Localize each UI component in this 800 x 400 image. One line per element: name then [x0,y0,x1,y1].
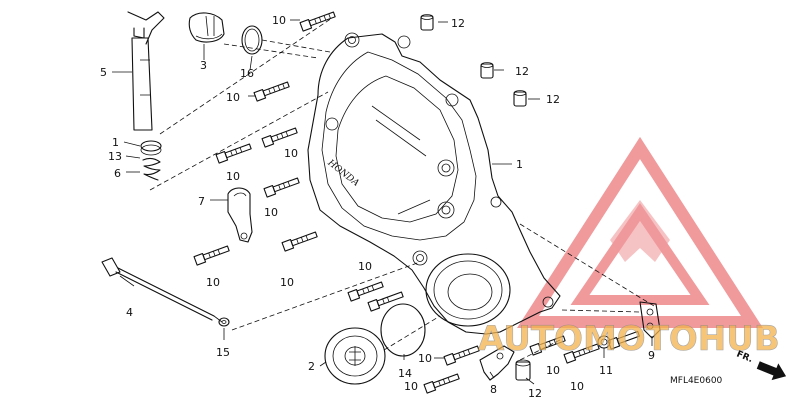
cover-cap-2 [324,327,386,385]
callout-10-d: 10 [226,170,240,183]
watermark-wordmark: AUTOMOTOHUB [478,319,780,359]
washer-15 [218,317,230,327]
callout-7: 7 [198,195,205,208]
dowel-pins [420,14,531,381]
callout-10-e: 10 [264,206,278,219]
watermark-logo [517,136,763,328]
diagram-code: MFL4E0600 [670,376,723,386]
callout-11: 11 [599,364,613,377]
callout-10-h: 10 [358,260,372,273]
callout-9: 9 [648,349,655,362]
callout-12-b: 12 [515,65,529,78]
plate-9 [639,301,661,339]
callout-5: 5 [100,66,107,79]
callout-10-j: 10 [404,380,418,393]
callout-12-d: 12 [528,387,542,400]
callout-2: 2 [308,360,315,373]
callout-8: 8 [490,383,497,396]
callout-10-b: 10 [226,91,240,104]
callout-10-g: 10 [280,276,294,289]
callout-10-i: 10 [418,352,432,365]
callout-1-b: 1 [516,158,523,171]
cable-4 [101,257,223,323]
watermark-text: AUTOMOTOHUB [478,319,780,360]
callout-16: 16 [240,67,254,80]
callout-10-f: 10 [206,276,220,289]
callout-10-c: 10 [284,147,298,160]
bolts [193,11,640,394]
callout-labels: 5 3 16 10 12 12 12 10 1 13 6 10 10 1 7 1… [100,14,655,400]
callout-10-l: 10 [570,380,584,393]
leader-lines [112,17,655,385]
shift-shaft [127,11,165,181]
cover-brand-text: HONDA [325,158,361,189]
callout-4: 4 [126,306,133,319]
callout-10-k: 10 [546,364,560,377]
cap-part [188,12,225,43]
bracket-8 [479,345,515,381]
callout-1-a: 1 [112,136,119,149]
o-ring-14 [380,303,426,357]
callout-12-c: 12 [546,93,560,106]
callout-15: 15 [216,346,230,359]
callout-3: 3 [200,59,207,72]
callout-12-a: 12 [451,17,465,30]
callout-6: 6 [114,167,121,180]
callout-13: 13 [108,150,122,163]
callout-14: 14 [398,367,412,380]
clamp-7 [227,187,253,243]
callout-10-a: 10 [272,14,286,27]
